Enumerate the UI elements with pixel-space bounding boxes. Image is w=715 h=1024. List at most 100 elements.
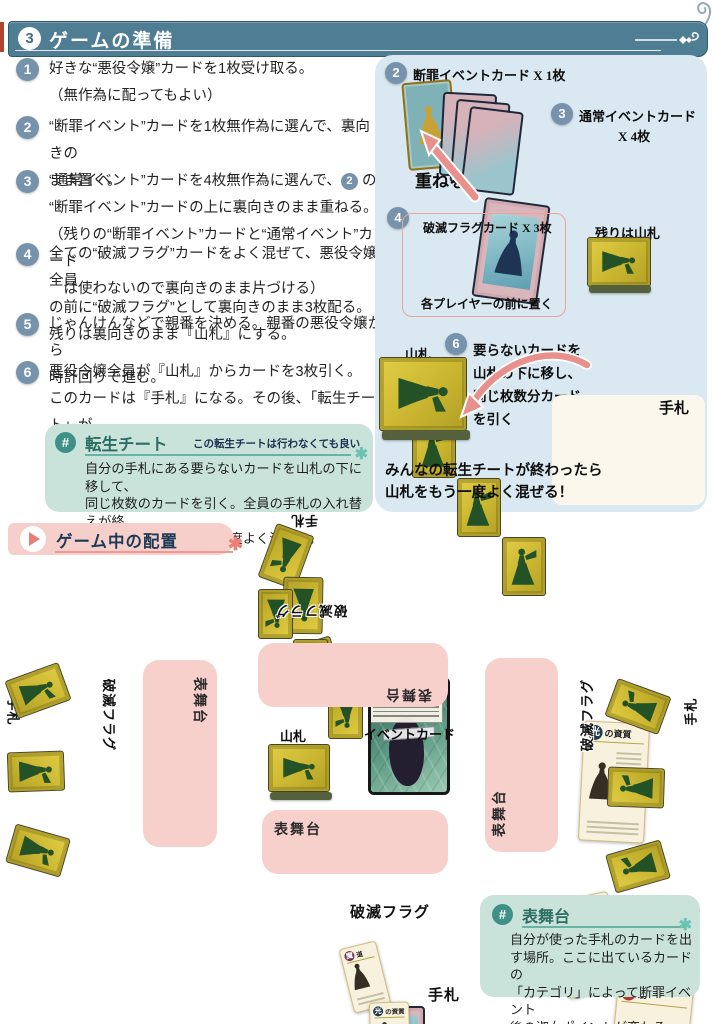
step-2-text: “断罪イベント”カードを1枚無作為に選んで、裏向きの まま置く。 (49, 119, 370, 189)
hand-label-right: 手札 (683, 697, 699, 726)
page-edge-strip (0, 22, 4, 52)
stage-box-title: 表舞台 (522, 909, 571, 926)
deck-base (270, 792, 332, 800)
hand-card-back (6, 750, 66, 793)
stage-area-right (485, 658, 558, 852)
doom-flag-card-back (457, 478, 501, 537)
stage-area-left (143, 660, 217, 847)
hash-icon: # (492, 904, 513, 925)
hand-card-back (605, 839, 671, 894)
asterisk-icon: ✱ (354, 446, 368, 463)
cheat-subtitle: この転生チートは行わなくても良い (193, 438, 361, 450)
flag-lady-silhouette-icon (14, 671, 62, 710)
hand-fan-right (604, 677, 680, 894)
step-3-number: 3 (16, 170, 39, 193)
flag-lady-silhouette-icon (15, 757, 58, 785)
flourish-icon (635, 32, 699, 44)
step-1-number: 1 (16, 58, 39, 81)
play-triangle-icon (29, 532, 40, 546)
stage-area-bottom (262, 810, 448, 874)
deck-base (589, 285, 651, 293)
hash-icon: # (55, 432, 76, 453)
stage-label-top: 表舞台 (384, 686, 432, 701)
hand-fan-left (4, 661, 80, 878)
stage-label-left: 表舞台 (191, 677, 206, 725)
section-header-bar: 3 ゲームの準備 (8, 21, 708, 57)
stage-label-right: 表舞台 (493, 789, 508, 837)
hand-label-bottom: 手札 (428, 988, 461, 1004)
deal-caption: 各プレイヤーの前に置く (421, 297, 553, 311)
diagram-step-6-badge: 6 (445, 333, 467, 355)
step-6-text: 悪役令嬢全員が『山札』からカードを3枚引く。 このカードは『手札』になる。その後… (49, 364, 376, 461)
step-2: 2 “断罪イベント”カードを1枚無作為に選んで、裏向きの まま置く。 (16, 116, 370, 189)
step-1: 1 好きな“悪役令嬢”カードを1枚受け取る。 （無作為に配ってもよい） (16, 58, 313, 104)
flag-lady-silhouette-icon (266, 532, 305, 580)
draw-deck (379, 357, 470, 440)
step-5-number: 5 (16, 313, 39, 336)
flag-lady-silhouette-icon (601, 240, 637, 283)
step-4: 4 全ての“破滅フラグ”カードをよく混ぜて、悪役令嬢全員 の前に“破滅フラグ”と… (16, 243, 377, 343)
hand-card-back (5, 823, 71, 878)
rest-deck (587, 237, 651, 293)
deck-base (382, 430, 470, 440)
flag-label-top: 破滅フラグ (274, 603, 348, 618)
step-ref-badge: 2 (340, 173, 358, 190)
hand-fan-top (257, 518, 347, 702)
hand-label: 手札 (659, 401, 690, 417)
asterisk-icon: ✱ (228, 534, 244, 554)
corner-swirl-icon (697, 2, 712, 26)
stage-box-body: 自分が使った手札のカードを出 す場所。ここに出ているカードの 「カテゴリ」によっ… (510, 932, 693, 1024)
flag-label-bottom: 破滅フラグ (349, 905, 430, 921)
diagram-step-3-badge: 3 (551, 103, 573, 125)
cheat-title-rule (85, 454, 351, 456)
flag-label-left: 破滅フラグ (101, 678, 116, 752)
shuffle-note: みんなの転生チートが終わったら 山札をもう一度よく混ぜる！ (385, 463, 603, 501)
deck-label-center: 山札 (280, 729, 307, 744)
step-4-text: 全ての“破滅フラグ”カードをよく混ぜて、悪役令嬢全員 の前に“破滅フラグ”として… (49, 246, 378, 343)
flag-lady-silhouette-icon (396, 364, 451, 424)
flag-lady-silhouette-icon (614, 848, 662, 885)
lady-silhouette-icon (346, 958, 373, 994)
flag-lady-silhouette-icon (282, 747, 317, 789)
step-3: 3 “通常イベント”カードを4枚無作為に選んで、2 の “断罪イベント”カードの… (16, 170, 378, 297)
banner-rule (55, 551, 233, 553)
stage-label-bottom: 表舞台 (274, 823, 322, 838)
step-5-text: じゃんけんなどで親番を決める。親番の悪役令嬢から 時計回りで進む。 (49, 316, 383, 386)
flag-lady-silhouette-icon (615, 773, 658, 801)
layout-banner-title: ゲーム中の配置 (56, 533, 179, 551)
asterisk-icon: ✱ (678, 917, 692, 934)
event-card-label: イベントカード (364, 727, 456, 742)
stage-title-rule (522, 926, 684, 928)
cheat-title: 転生チート (85, 436, 168, 454)
flag-lady-silhouette-icon (614, 687, 662, 726)
diagram-step-2-badge: 2 (385, 62, 407, 84)
lady-silhouette-icon (374, 1019, 395, 1024)
step-4-number: 4 (16, 243, 39, 266)
hand-card-back (4, 661, 72, 720)
step-2-number: 2 (16, 116, 39, 139)
step-6: 6 悪役令嬢全員が『山札』からカードを3枚引く。 このカードは『手札』になる。そ… (16, 361, 375, 461)
step-5: 5 じゃんけんなどで親番を決める。親番の悪役令嬢から 時計回りで進む。 (16, 313, 382, 386)
step-6-number: 6 (16, 361, 39, 384)
normal-event-label: 通常イベントカード X 4枚 (579, 109, 697, 144)
deck-card-back (587, 237, 651, 287)
step-3-text: “通常イベント”カードを4枚無作為に選んで、2 の “断罪イベント”カードの上に… (49, 173, 378, 297)
header-underline (15, 50, 661, 51)
deck-card-back (268, 744, 330, 792)
diagram-step-4-badge: 4 (387, 207, 409, 229)
cheat-box: # 転生チート この転生チートは行わなくても良い ✱ 自分の手札にある要らないカ… (45, 424, 373, 546)
setup-diagram-panel: 2 断罪イベントカード X 1枚 3 通常イベントカード X 4枚 重ねる 4 … (375, 55, 707, 1024)
step-1-text: 好きな“悪役令嬢”カードを1枚受け取る。 （無作為に配ってもよい） (49, 61, 314, 104)
event-card-back (460, 106, 524, 196)
stage-info-box: # 表舞台 ✱ 自分が使った手札のカードを出 す場所。ここに出ているカードの 「… (480, 895, 700, 1024)
hand-area-box (552, 395, 705, 505)
doom-flag-label: 破滅フラグカード X 3枚 (423, 221, 552, 235)
layout-banner: ゲーム中の配置 (8, 523, 234, 555)
stack-arrow-label: 重ねる (415, 172, 466, 191)
hand-card-light: 光の資質 (368, 1001, 412, 1024)
section-number-badge: 3 (18, 27, 41, 50)
flag-lady-silhouette-icon (14, 832, 62, 869)
flag-deal-outline (402, 213, 566, 317)
